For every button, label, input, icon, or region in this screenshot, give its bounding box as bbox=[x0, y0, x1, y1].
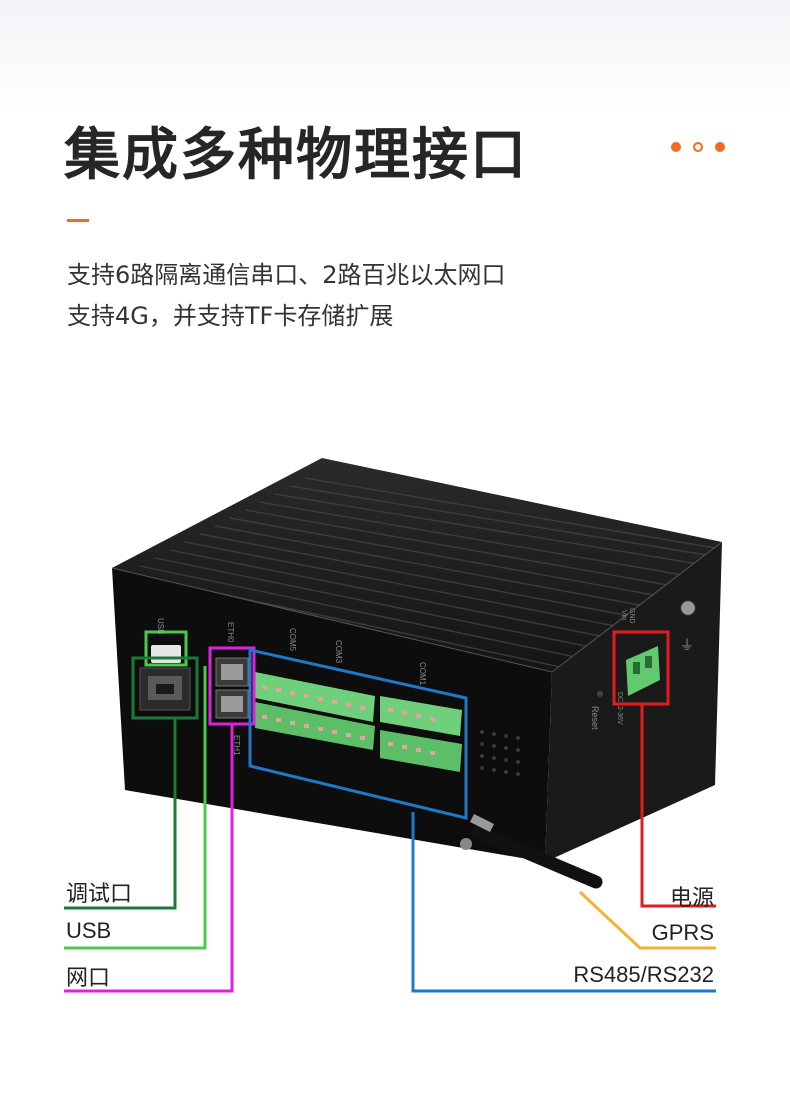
dot-icon bbox=[671, 142, 681, 152]
accent-divider bbox=[67, 219, 89, 222]
feature-line-1: 支持6路隔离通信串口、2路百兆以太网口 bbox=[67, 261, 506, 289]
feature-line-2: 支持4G，并支持TF卡存储扩展 bbox=[67, 302, 394, 330]
device-body bbox=[111, 458, 723, 862]
dot-icon bbox=[715, 142, 725, 152]
serial-callout-box bbox=[248, 648, 468, 820]
debug-leader-line bbox=[64, 718, 177, 910]
callout-network-port: 网口 bbox=[66, 965, 111, 990]
callout-power: 电源 bbox=[669, 885, 714, 910]
dc-voltage-label: DC12-36V bbox=[616, 692, 623, 725]
page-title: 集成多种物理接口 bbox=[64, 123, 528, 188]
reset-label: Reset bbox=[590, 706, 600, 730]
dot-ring-icon bbox=[693, 142, 703, 152]
led-indicator-grid bbox=[480, 730, 520, 776]
power-leader-line bbox=[640, 704, 716, 908]
device-side-face bbox=[545, 542, 722, 862]
gprs-antenna bbox=[460, 813, 603, 889]
gnd-label: GND bbox=[628, 608, 635, 624]
com3-label: COM3 bbox=[334, 640, 343, 664]
terminal-blocks bbox=[255, 672, 462, 772]
callout-serial: RS485/RS232 bbox=[573, 962, 714, 987]
serial-leader-line bbox=[411, 812, 716, 993]
device-diagram: USB ETH0 ETH1 COM5 COM3 COM1 bbox=[64, 458, 723, 993]
heatsink-fins bbox=[124, 477, 716, 669]
header-background bbox=[0, 0, 790, 110]
vin-label: Vin bbox=[620, 610, 627, 620]
gprs-leader-line bbox=[578, 890, 716, 950]
usb-leader-line bbox=[64, 666, 207, 950]
network-leader-line bbox=[64, 724, 234, 993]
callout-debug-port: 调试口 bbox=[66, 881, 133, 906]
callout-usb: USB bbox=[66, 918, 112, 943]
ground-symbol-icon: ⏚ bbox=[680, 638, 694, 654]
debug-callout-box bbox=[131, 656, 199, 720]
reset-button bbox=[597, 691, 603, 697]
usb-port bbox=[151, 645, 181, 663]
eth1-port-label: ETH1 bbox=[232, 735, 241, 756]
usb-callout-box bbox=[144, 630, 188, 667]
com5-label: COM5 bbox=[288, 628, 297, 652]
device-front-face bbox=[112, 568, 552, 862]
eth0-port-label: ETH0 bbox=[226, 622, 235, 643]
callout-gprs: GPRS bbox=[651, 920, 714, 945]
device-top-face bbox=[112, 458, 722, 672]
usb-port-label: USB bbox=[156, 618, 165, 634]
ground-screw bbox=[680, 600, 696, 616]
decorative-dots bbox=[671, 142, 725, 152]
com1-label: COM1 bbox=[418, 662, 427, 686]
